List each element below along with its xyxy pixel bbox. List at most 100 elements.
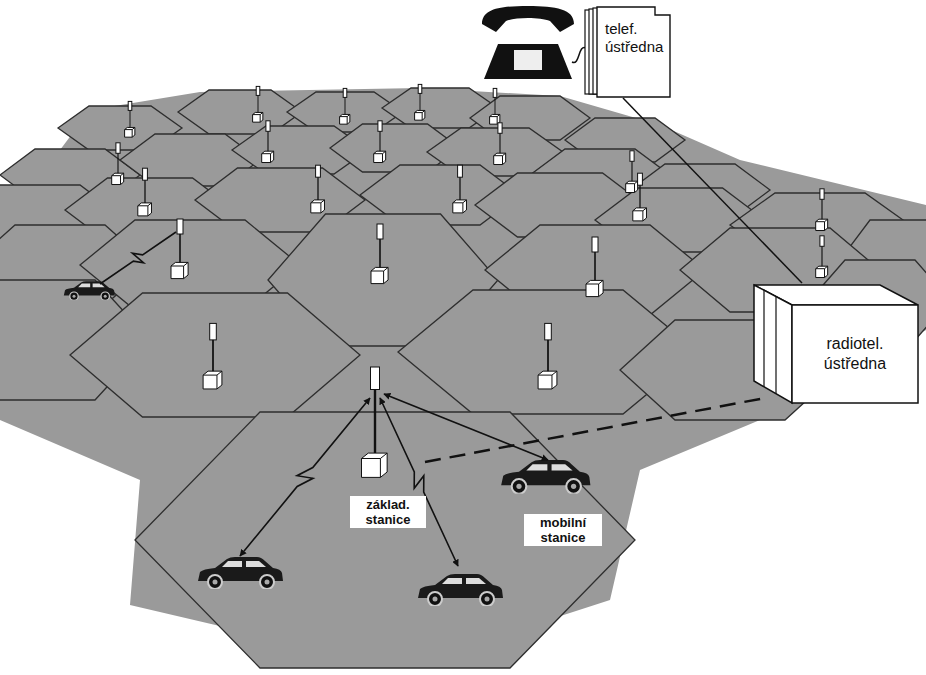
station-box	[112, 173, 124, 184]
station-box-edge	[816, 219, 828, 230]
antenna-element	[343, 88, 347, 97]
station-box-edge	[415, 110, 425, 120]
antenna-pole	[547, 339, 549, 375]
station-box-edge	[633, 208, 647, 221]
antenna-element	[493, 88, 497, 97]
panel-line	[763, 290, 764, 387]
ground-area	[0, 88, 926, 668]
station-box-edge	[203, 371, 222, 389]
antenna-element	[210, 323, 217, 340]
radio-exchange-box: radiotel. ústředna	[752, 283, 920, 405]
antenna-pole	[374, 388, 376, 459]
station-box	[138, 203, 152, 216]
hex-cell	[70, 293, 360, 417]
side-face	[754, 285, 792, 403]
station-box-edge	[125, 127, 135, 137]
station-box-edge	[262, 151, 274, 162]
antenna-element	[316, 165, 321, 177]
antenna-pole	[144, 179, 145, 205]
station-box-edge	[371, 267, 388, 283]
antenna-element	[256, 86, 260, 95]
station-box	[415, 110, 425, 120]
antenna-pole	[258, 95, 259, 115]
text-area: telef. ústředna	[583, 6, 671, 64]
radio-links	[100, 232, 548, 566]
antenna-element	[458, 165, 463, 177]
antenna-element	[630, 151, 634, 162]
antenna-pole	[117, 153, 118, 176]
antenna-element	[371, 367, 380, 390]
station-box-edge	[538, 371, 557, 389]
station-box-edge	[626, 181, 638, 192]
antenna-pole	[130, 110, 131, 130]
hex-cell	[135, 412, 635, 668]
antenna-element	[177, 219, 183, 234]
antenna-pole	[420, 93, 421, 113]
antennas	[112, 84, 828, 477]
station-box	[538, 371, 557, 389]
antenna-element	[116, 143, 120, 154]
station-label: základ. stanice	[350, 496, 426, 528]
antenna-pole	[212, 339, 214, 375]
front-face	[792, 305, 918, 403]
station-box-edge	[112, 173, 124, 184]
antenna-pole	[495, 97, 496, 117]
car-icon	[198, 557, 283, 589]
station-box	[203, 371, 222, 389]
station-box-edge	[311, 200, 325, 213]
radio-cells	[0, 88, 926, 668]
antenna-pole	[379, 131, 380, 154]
station-box-edge	[494, 153, 506, 164]
station-box	[125, 127, 135, 137]
station-box-edge	[253, 112, 263, 122]
station-label: mobilní stanice	[524, 514, 602, 546]
station-box	[340, 114, 350, 124]
antenna-element	[128, 101, 132, 110]
node-label: radiotel. ústředna	[796, 334, 914, 374]
connector-line	[623, 98, 802, 283]
station-box	[262, 151, 274, 162]
station-box-edge	[171, 262, 188, 278]
antenna-element	[498, 123, 502, 134]
antenna-element	[820, 236, 824, 247]
station-box	[453, 200, 467, 213]
station-box	[816, 219, 828, 230]
antenna-pole	[821, 199, 822, 222]
station-box	[311, 200, 325, 213]
antenna-element	[638, 173, 643, 185]
antenna-element	[418, 84, 422, 93]
radio-link	[380, 398, 458, 566]
antenna-pole	[821, 246, 822, 269]
car-icon	[501, 460, 590, 494]
car-icon	[418, 574, 503, 606]
vehicles	[64, 281, 591, 606]
antenna-element	[378, 121, 382, 132]
station-box-edge	[453, 200, 467, 213]
station-box	[816, 266, 828, 277]
dashed-link	[425, 398, 765, 462]
telephone-symbol	[482, 6, 574, 79]
car-icon	[64, 281, 115, 300]
station-box	[374, 151, 386, 162]
antenna-pole	[459, 176, 460, 202]
radio-link	[240, 398, 370, 556]
front-panel	[597, 7, 670, 97]
station-box	[362, 453, 388, 477]
antenna-pole	[631, 161, 632, 184]
antenna-pole	[639, 184, 640, 210]
station-box	[586, 280, 603, 296]
station-box-edge	[138, 203, 152, 216]
antenna-pole	[345, 97, 346, 117]
station-box-edge	[586, 280, 603, 296]
antenna-pole	[267, 131, 268, 154]
station-box-edge	[816, 266, 828, 277]
station-box	[494, 153, 506, 164]
node-label: telef. ústředna	[605, 20, 665, 56]
radio-link	[100, 232, 176, 284]
antenna-element	[820, 189, 824, 200]
text-area: radiotel. ústředna	[792, 305, 918, 403]
antenna-element	[266, 121, 270, 132]
station-box-edge	[362, 453, 388, 477]
antenna-pole	[379, 238, 381, 271]
panel-line	[775, 297, 776, 394]
